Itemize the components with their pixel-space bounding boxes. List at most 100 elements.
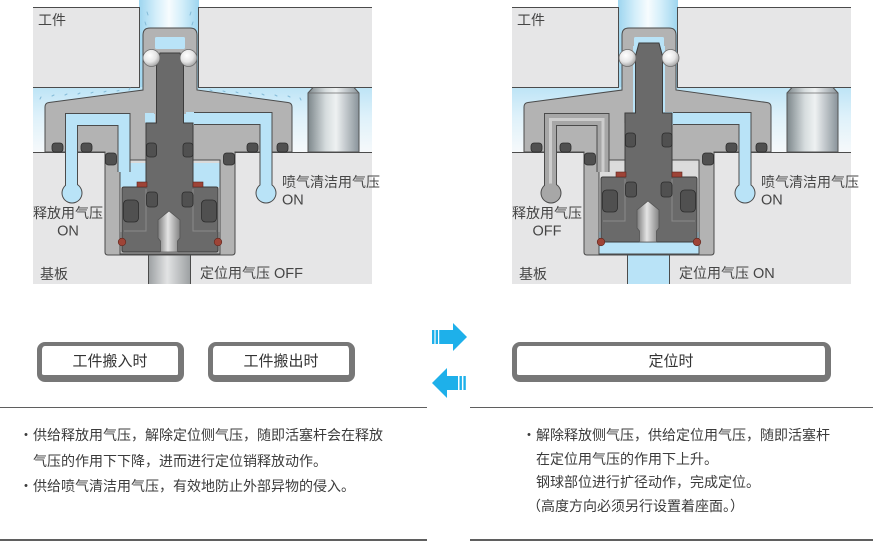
steel-ball — [618, 49, 637, 67]
piston-seal — [671, 171, 683, 178]
release-air-port — [62, 183, 82, 203]
rod-o-ring — [181, 191, 194, 208]
phase-button-label: 工件搬出时 — [243, 354, 319, 370]
description-release-phase: ・ 供给释放用气压，解除定位侧气压，随即活塞杆会在释放 气压的作用下下降，进而进… — [19, 424, 383, 501]
bore-seal-ring — [692, 237, 702, 247]
o-ring — [702, 152, 714, 166]
piston-o-ring — [201, 199, 217, 223]
arrow-head — [453, 323, 467, 351]
release-air-line — [540, 113, 634, 204]
arrow-head — [432, 368, 447, 398]
description-line: 在定位用气压的作用下上升。 — [536, 452, 718, 468]
guide-pin — [157, 210, 181, 253]
spray-particle — [144, 11, 194, 26]
workpiece-left-section — [512, 7, 618, 87]
o-ring — [246, 142, 259, 153]
spray-particle — [209, 89, 302, 101]
workpiece-label: 工件 — [517, 13, 545, 29]
static-seals — [530, 142, 768, 166]
piston-rod-assembly — [121, 52, 219, 253]
clean-air-pocket — [183, 112, 194, 125]
arrow-bar — [459, 376, 462, 390]
locate-air-port — [148, 254, 191, 284]
o-ring — [559, 142, 572, 153]
previous-arrow-button[interactable] — [431, 367, 468, 399]
base-plate-label: 基板 — [40, 266, 68, 283]
arrow-left-icon — [432, 368, 466, 398]
arrow-bar — [463, 376, 466, 390]
locate-air-passage — [148, 254, 191, 284]
bore-seal-ring — [213, 237, 223, 247]
description-line: 钢球部位进行扩径动作，完成定位。 — [536, 476, 760, 492]
release-air-line — [61, 113, 155, 204]
arrow-right-icon — [432, 323, 467, 351]
steel-ball — [661, 49, 680, 67]
release-air-pocket — [145, 113, 155, 123]
locate-air-state: OFF — [274, 266, 303, 282]
divider-bottom-left — [0, 539, 427, 541]
divider-bottom-right — [470, 539, 873, 541]
locate-air-label: 定位用气压 — [200, 266, 270, 282]
description-line: 气压的作用下下降，进而进行定位销释放动作。 — [33, 454, 327, 470]
phase-button-workpiece-loading[interactable]: 工件搬入时 — [37, 342, 184, 382]
locate-air-passage-outline — [627, 254, 670, 284]
workpiece-left-section — [33, 7, 139, 87]
rod-o-ring — [661, 132, 673, 148]
release-air-label: 释放用气压 — [512, 206, 582, 222]
description-line: 解除释放侧气压，供给定位用气压，随即活塞杆 — [536, 429, 830, 444]
piston-o-ring — [123, 199, 139, 223]
arrow-bar — [435, 330, 438, 344]
head-air-pocket — [155, 37, 185, 49]
seating-block-body — [307, 87, 360, 153]
bullet: ・ — [19, 480, 33, 495]
piston-seal — [192, 181, 204, 188]
locate-air-passage — [627, 254, 670, 284]
workpiece — [512, 7, 851, 88]
description-locate-phase: ・ 解除释放侧气压，供给定位用气压，随即活塞杆 在定位用气压的作用下上升。 钢球… — [522, 425, 830, 520]
description-item: ・ 供给释放用气压，解除定位侧气压，随即活塞杆会在释放 气压的作用下下降，进而进… — [19, 424, 383, 475]
workpiece-outline — [33, 7, 372, 88]
clean-air-channel — [669, 113, 751, 200]
next-arrow-button[interactable] — [431, 322, 468, 352]
o-ring — [755, 142, 768, 153]
workpiece-outline — [512, 7, 851, 88]
release-air-channel-highlight — [549, 118, 605, 200]
piston-o-ring — [680, 189, 696, 213]
workpiece-right-section — [199, 7, 372, 87]
bullet: ・ — [522, 429, 536, 444]
o-ring — [584, 152, 596, 166]
workpiece-label: 工件 — [38, 13, 66, 29]
clean-air-port — [256, 183, 276, 203]
description-item: ・ 解除释放侧气压，供给定位用气压，随即活塞杆 在定位用气压的作用下上升。 钢球… — [522, 425, 830, 520]
clean-air-port — [735, 183, 755, 203]
seating-block — [307, 87, 360, 153]
arrow-shaft — [446, 376, 458, 390]
steel-ball — [179, 49, 198, 67]
steel-ball — [142, 49, 161, 67]
release-air-port — [541, 183, 561, 203]
arrow-bar — [432, 330, 435, 344]
o-ring — [530, 142, 543, 153]
rod-o-ring — [182, 142, 194, 158]
arrow-shaft — [439, 330, 455, 344]
phase-button-workpiece-unloading[interactable]: 工件搬出时 — [208, 342, 355, 382]
release-air-label: 释放用气压 — [33, 206, 103, 222]
rod-o-ring — [660, 181, 673, 198]
rod-o-ring — [146, 191, 158, 208]
seating-block — [786, 87, 839, 153]
air-spray-particles — [39, 11, 302, 101]
piston-seal — [136, 181, 148, 188]
clean-air-state: ON — [761, 193, 783, 209]
clean-air-label: 喷气清洁用气压 — [761, 175, 859, 191]
bore-seal-ring — [117, 237, 127, 247]
clean-air-state: ON — [282, 193, 304, 209]
description-line: 供给喷气清洁用气压，有效地防止外部异物的侵入。 — [33, 480, 355, 495]
phase-button-locating[interactable]: 定位时 — [512, 342, 831, 382]
divider-top-left — [0, 406, 427, 408]
seating-block-body — [786, 87, 839, 153]
workpiece — [33, 7, 372, 88]
bullet: ・ — [19, 429, 33, 444]
phase-button-label: 定位时 — [648, 354, 694, 370]
